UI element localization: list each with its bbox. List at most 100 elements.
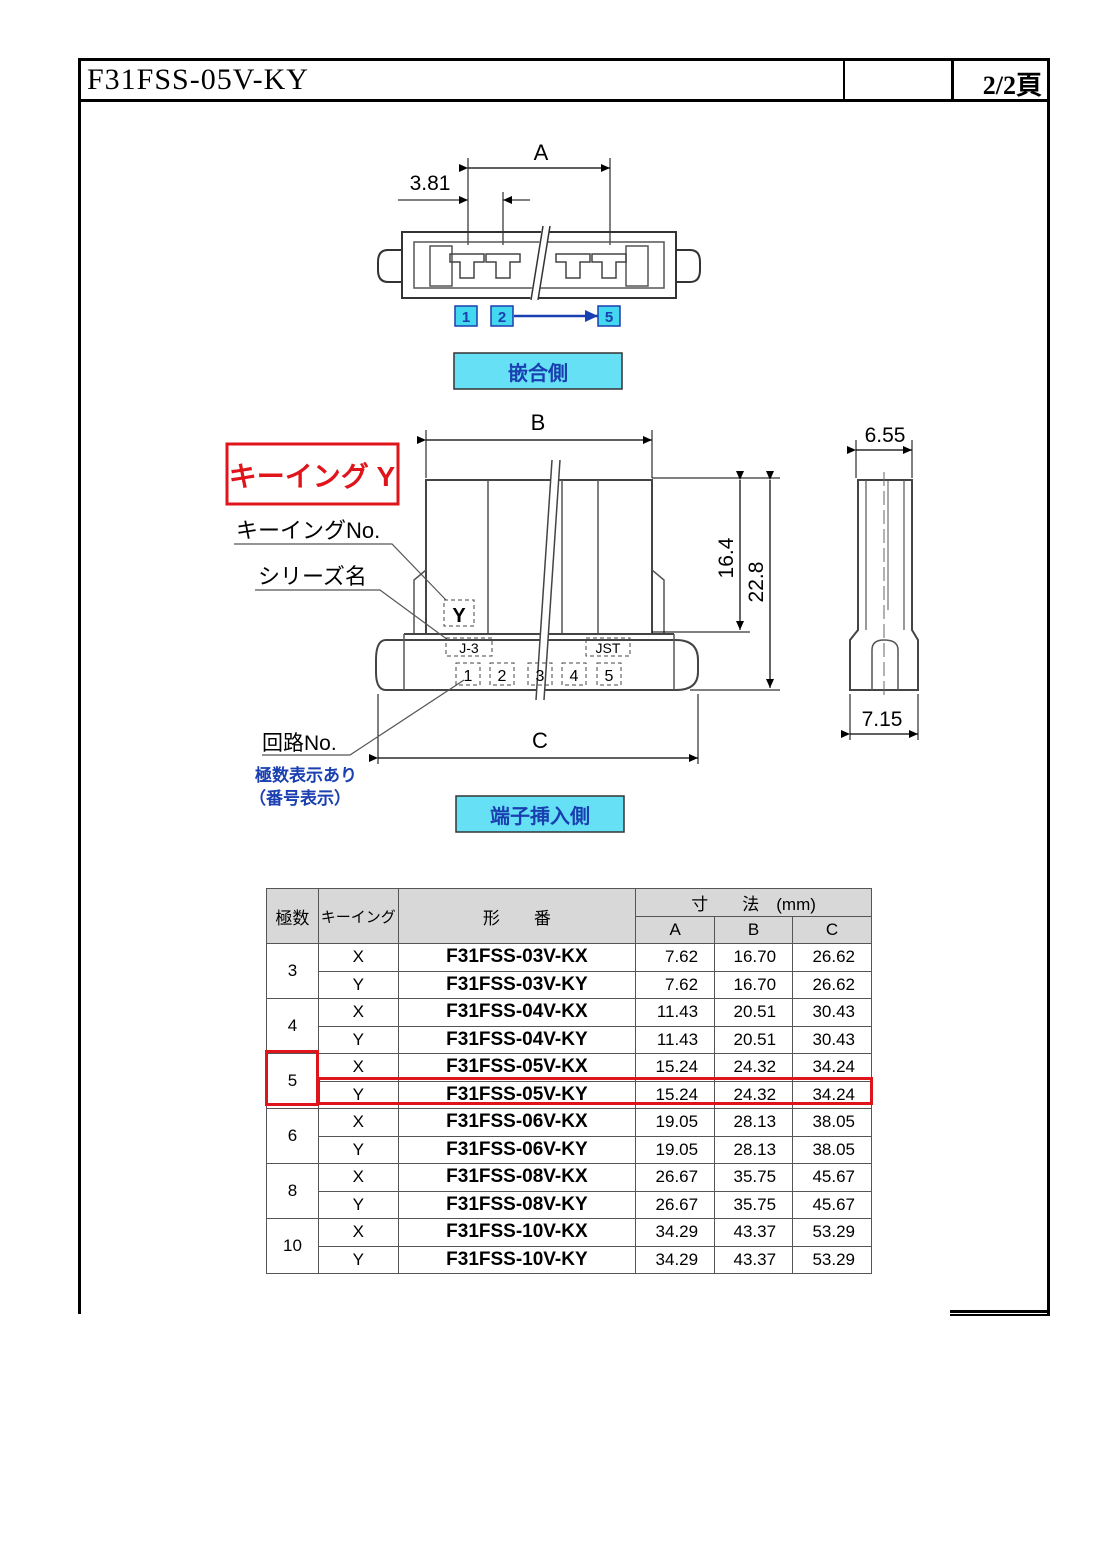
document-title: F31FSS-05V-KY (87, 63, 309, 96)
dim-b-cell: 43.37 (714, 1245, 794, 1274)
svg-text:2: 2 (498, 668, 507, 685)
key-cell: X (317, 998, 399, 1027)
dim-a-cell: 7.62 (635, 970, 716, 999)
dim-a-cell: 34.29 (635, 1218, 716, 1247)
col-dimensions: 寸 法 (mm) (635, 888, 872, 917)
front-view (234, 430, 780, 764)
dim-b-cell: 16.70 (714, 970, 794, 999)
top-view (377, 158, 701, 301)
pin-number-2: 2 (490, 305, 514, 327)
svg-text:1: 1 (462, 309, 470, 326)
side-view (841, 440, 919, 740)
key-cell: X (317, 1108, 399, 1137)
pitch-label: 3.81 (410, 172, 451, 195)
dim-c-cell: 26.62 (792, 970, 872, 999)
side-width-top-label: 6.55 (865, 424, 906, 447)
key-cell: Y (317, 1135, 399, 1164)
dim-a-cell: 19.05 (635, 1108, 716, 1137)
side-width-bottom-label: 7.15 (862, 708, 903, 731)
col-c: C (792, 915, 872, 944)
dim-b-label: B (531, 410, 546, 435)
dim-c-cell: 30.43 (792, 998, 872, 1027)
dim-a-label: A (534, 140, 549, 165)
key-cell: Y (317, 1025, 399, 1054)
col-poles: 極数 (266, 888, 319, 944)
dim-a-cell: 19.05 (635, 1135, 716, 1164)
title-block-page-cell: 2/2頁 (951, 61, 1048, 100)
circuit-number-3: 3 (527, 662, 553, 686)
key-cell: X (317, 1053, 399, 1082)
key-cell: Y (317, 1245, 399, 1274)
svg-text:Y: Y (452, 605, 466, 627)
mating-side-caption: 嵌合側 (453, 352, 623, 390)
dim-c-cell: 53.29 (792, 1218, 872, 1247)
svg-text:JST: JST (596, 640, 621, 656)
insertion-side-caption: 端子挿入側 (455, 795, 625, 833)
title-block-blank-cell (843, 61, 953, 99)
dim-a-cell: 15.24 (635, 1053, 716, 1082)
svg-text:嵌合側: 嵌合側 (508, 361, 568, 385)
front-housing-flange (375, 639, 699, 691)
dim-a-cell: 7.62 (635, 943, 716, 972)
dim-b-cell: 20.51 (714, 1025, 794, 1054)
model-cell: F31FSS-06V-KY (397, 1135, 637, 1164)
dim-a-cell: 11.43 (635, 998, 716, 1027)
dim-b-cell: 20.51 (714, 998, 794, 1027)
keying-no-label: キーイングNo. (236, 518, 380, 543)
svg-text:2: 2 (498, 309, 506, 326)
dim-c-cell: 45.67 (792, 1163, 872, 1192)
pin-number-5: 5 (597, 305, 621, 327)
circuit-number-5: 5 (596, 662, 622, 686)
poles-cell: 6 (266, 1108, 319, 1164)
model-cell: F31FSS-08V-KY (397, 1190, 637, 1219)
highlight-poles-5 (265, 1050, 319, 1106)
key-cell: Y (317, 970, 399, 999)
dim-b-cell: 43.37 (714, 1218, 794, 1247)
bottom-rule (950, 1310, 1050, 1316)
svg-text:キーイング Y: キーイング Y (229, 461, 396, 492)
svg-text:3: 3 (536, 668, 545, 685)
key-cell: X (317, 1218, 399, 1247)
svg-text:4: 4 (570, 668, 579, 685)
poles-cell: 3 (266, 943, 319, 999)
dim-b-cell: 28.13 (714, 1108, 794, 1137)
connector-drawings: A 3.81 1 2 5 嵌合側 (225, 140, 919, 833)
col-keying: キーイング (317, 888, 399, 944)
model-cell: F31FSS-06V-KX (397, 1108, 637, 1137)
poles-cell: 10 (266, 1218, 319, 1274)
title-block: F31FSS-05V-KY 2/2頁 (78, 58, 1050, 102)
page-number: 2/2頁 (982, 71, 1042, 100)
model-cell: F31FSS-10V-KY (397, 1245, 637, 1274)
circuit-number-1: 1 (455, 662, 481, 686)
svg-text:J-3: J-3 (459, 640, 479, 656)
series-mark-box: J-3 (445, 637, 493, 657)
dim-c-cell: 30.43 (792, 1025, 872, 1054)
model-cell: F31FSS-10V-KX (397, 1218, 637, 1247)
key-cell: X (317, 1163, 399, 1192)
pin-number-1: 1 (454, 305, 478, 327)
dim-c-cell: 38.05 (792, 1135, 872, 1164)
highlight-row-05v-ky (317, 1077, 873, 1105)
dim-c-label: C (532, 728, 548, 753)
dim-b-cell: 28.13 (714, 1135, 794, 1164)
col-b: B (714, 915, 794, 944)
poles-cell: 8 (266, 1163, 319, 1219)
model-cell: F31FSS-08V-KX (397, 1163, 637, 1192)
circuit-no-label: 回路No. (262, 732, 337, 755)
dim-a-cell: 11.43 (635, 1025, 716, 1054)
svg-text:端子挿入側: 端子挿入側 (490, 804, 590, 828)
series-name-label: シリーズ名 (258, 564, 367, 589)
key-mark-box: Y (443, 599, 475, 627)
height-total-label: 22.8 (745, 562, 768, 603)
dim-c-cell: 45.67 (792, 1190, 872, 1219)
col-model: 形 番 (397, 888, 637, 944)
col-a: A (635, 915, 716, 944)
model-cell: F31FSS-03V-KX (397, 943, 637, 972)
